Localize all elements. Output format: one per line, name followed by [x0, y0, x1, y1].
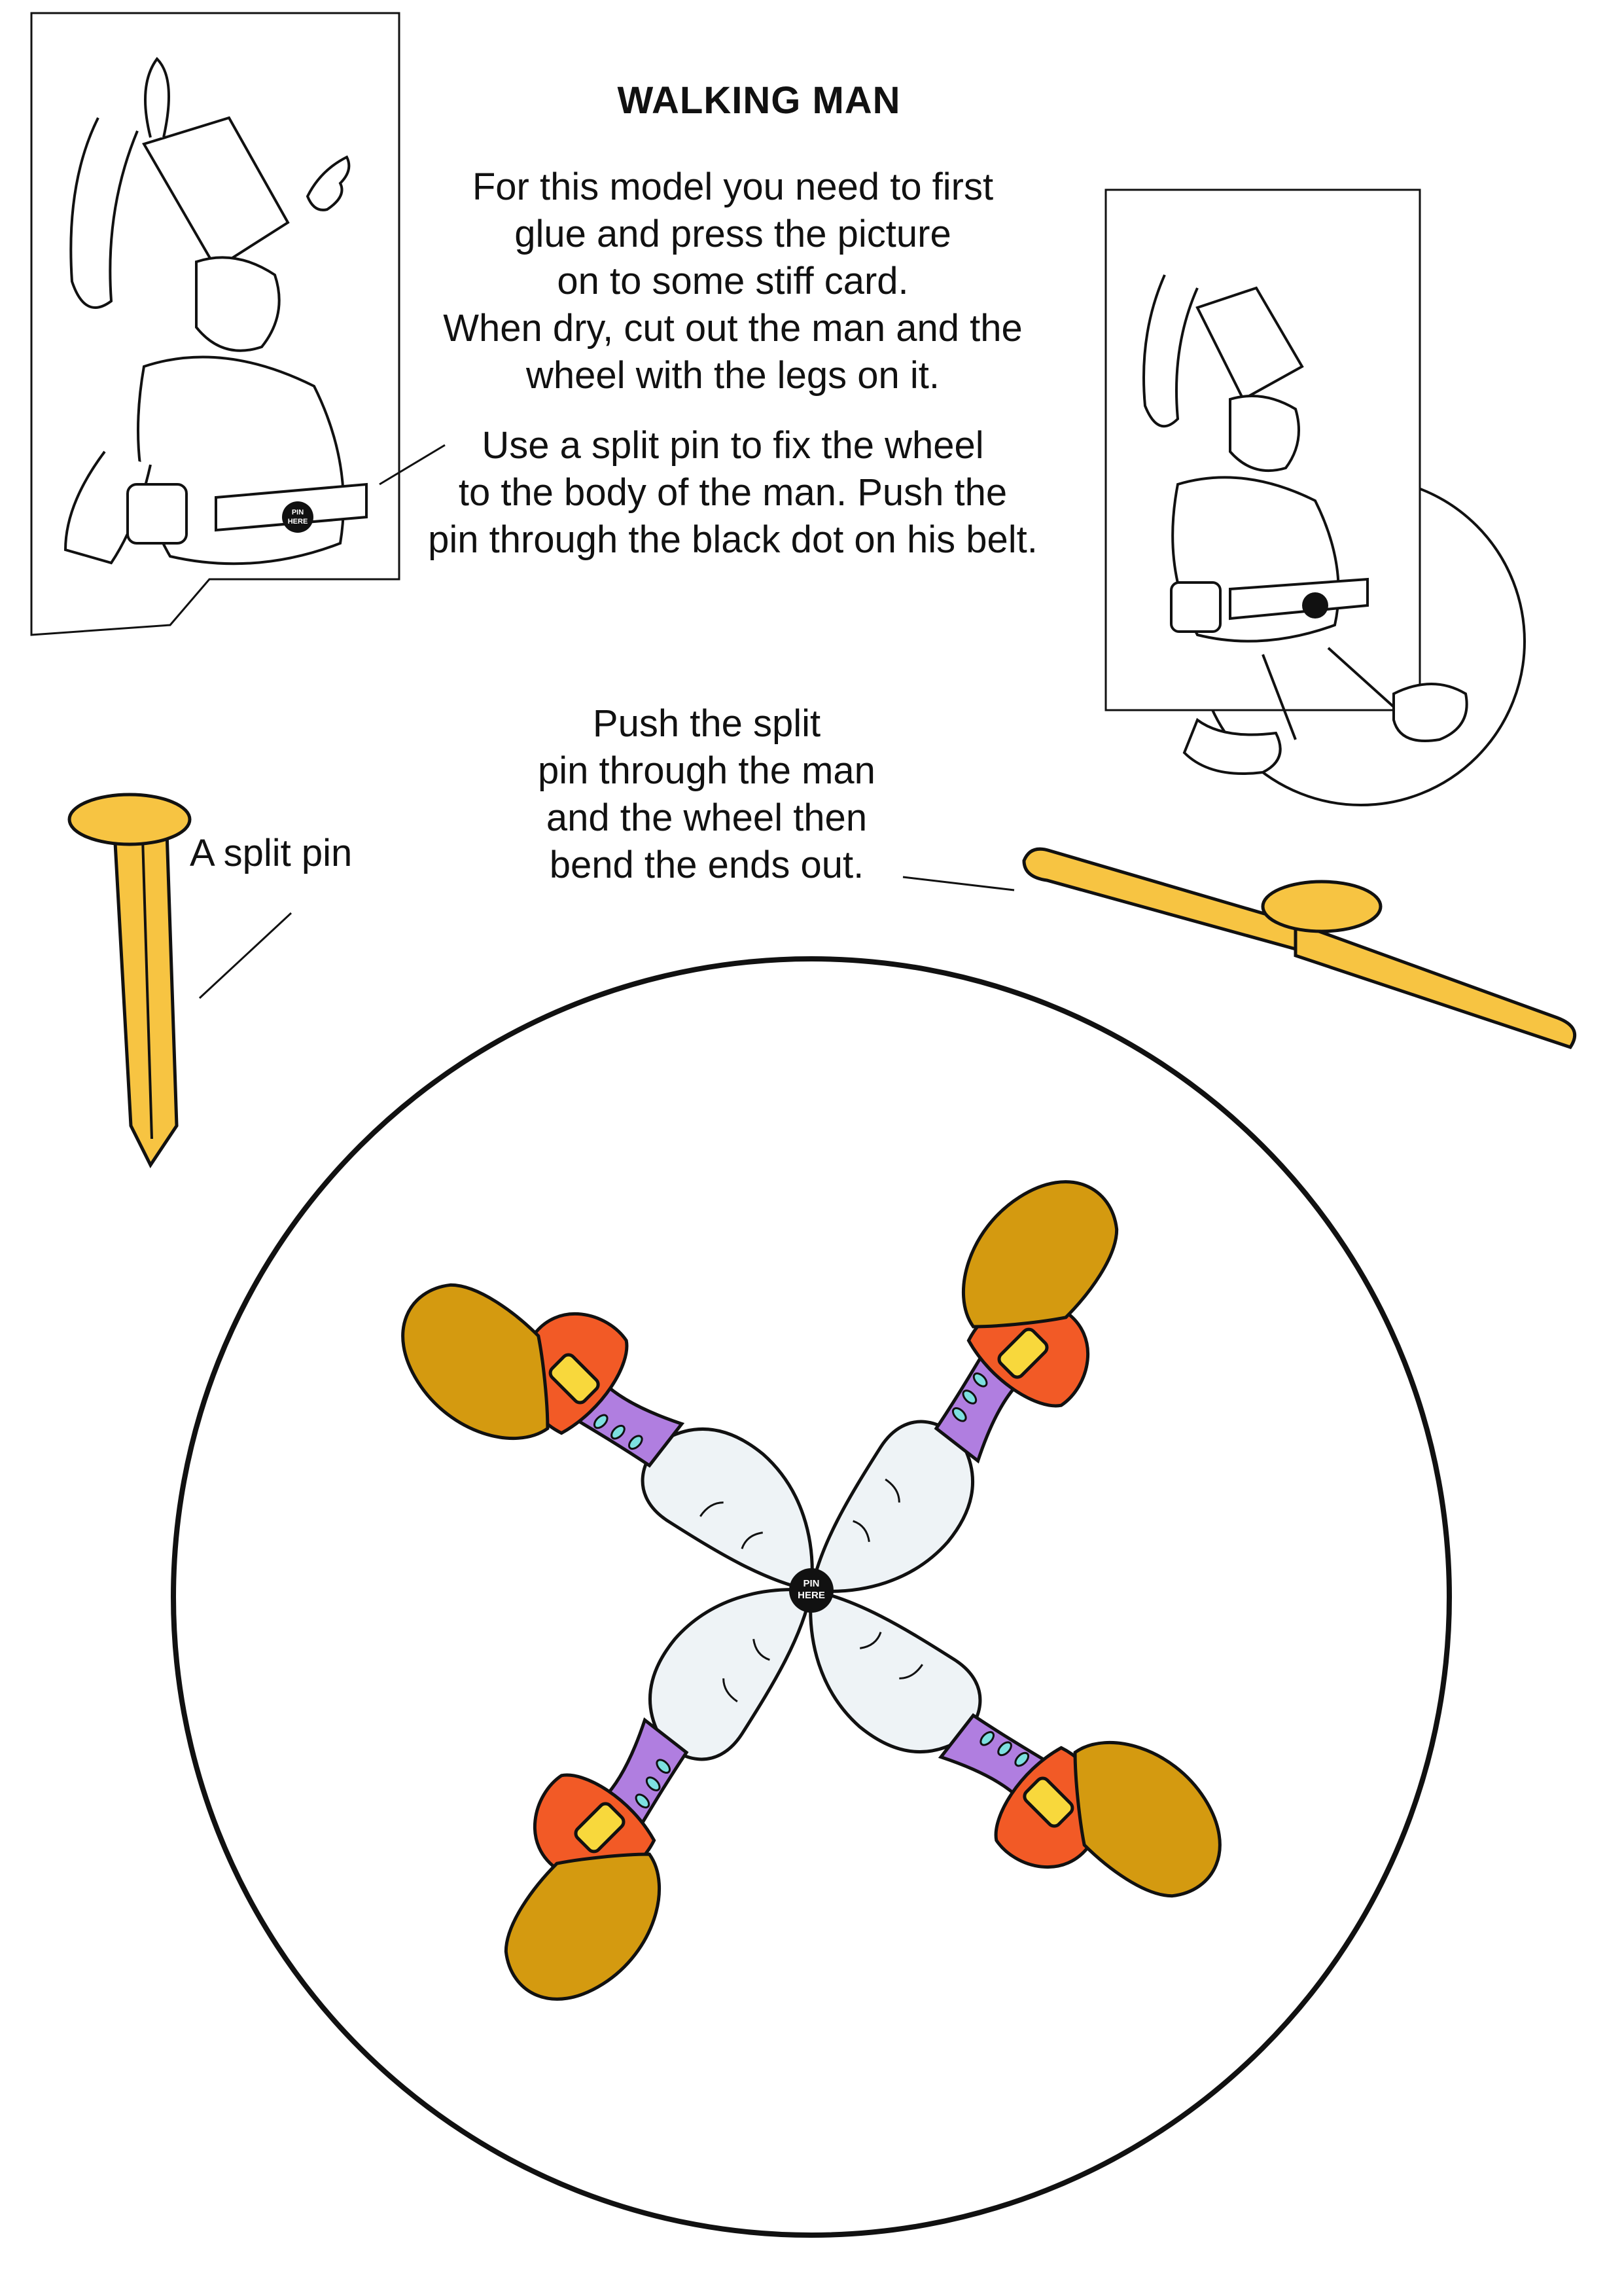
- instructions-paragraph-3: Push the split pin through the man and t…: [458, 700, 955, 889]
- instructions-paragraph-1: For this model you need to first glue an…: [366, 164, 1099, 399]
- pin-here-dot: [789, 1568, 834, 1613]
- instruction-line: pin through the man: [538, 749, 875, 792]
- instruction-line: glue and press the picture: [514, 213, 951, 255]
- instruction-line: When dry, cut out the man and the: [443, 307, 1023, 350]
- instruction-line: Push the split: [592, 702, 821, 745]
- split-pin-image: [67, 793, 192, 1168]
- instruction-line: For this model you need to first: [472, 166, 994, 208]
- leg-wheel: PIN HERE: [171, 956, 1452, 2238]
- instruction-line: pin through the black dot on his belt.: [428, 518, 1038, 561]
- instruction-line: Use a split pin to fix the wheel: [482, 424, 984, 467]
- pin-here-text: PIN: [803, 1578, 819, 1589]
- instruction-line: on to some stiff card.: [557, 260, 909, 302]
- instructions-paragraph-2: Use a split pin to fix the wheel to the …: [366, 422, 1099, 564]
- pin-here-text: HERE: [798, 1590, 825, 1601]
- instruction-line: and the wheel then: [546, 797, 868, 839]
- bent-split-pin-image: [1022, 847, 1577, 1049]
- pin-here-text: HERE: [288, 518, 308, 526]
- instruction-line: to the body of the man. Push the: [458, 471, 1008, 514]
- page-title: WALKING MAN: [617, 79, 901, 122]
- instruction-line: bend the ends out.: [549, 844, 864, 886]
- man-cutout-frame: PIN HERE: [30, 12, 400, 636]
- instruction-line: wheel with the legs on it.: [526, 354, 940, 397]
- split-pin-label: A split pin: [190, 832, 353, 874]
- assembled-model: [1104, 188, 1526, 806]
- pin-here-text: PIN: [292, 509, 304, 516]
